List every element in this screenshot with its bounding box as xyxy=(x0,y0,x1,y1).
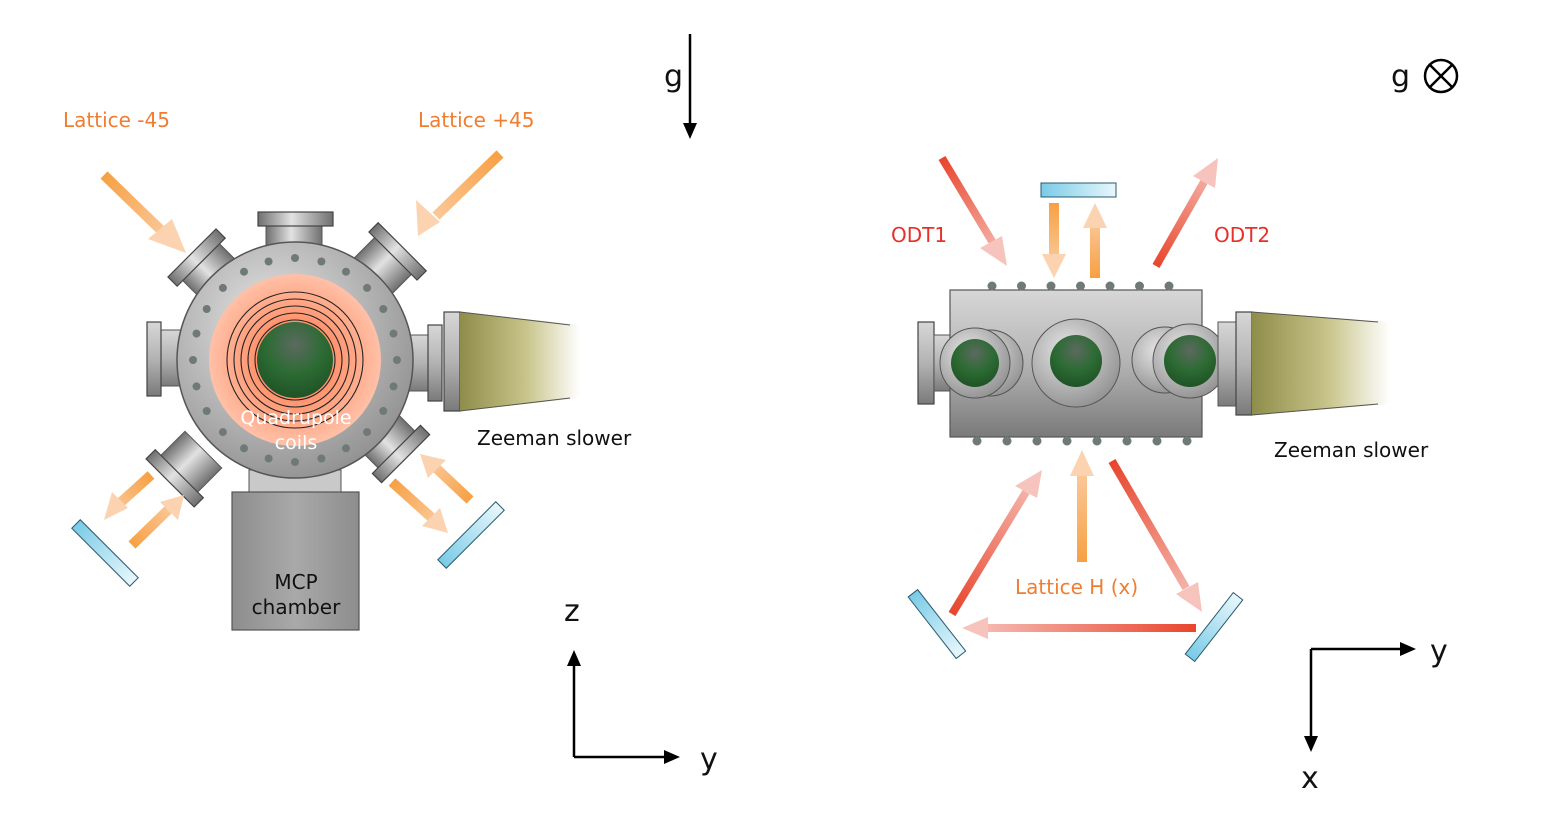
bolt xyxy=(264,257,273,266)
bolt xyxy=(1076,281,1085,291)
axis-x-label: x xyxy=(1301,761,1319,796)
bolt xyxy=(202,305,211,313)
odt-beams xyxy=(938,155,1218,639)
bolt xyxy=(1135,281,1144,291)
bolt xyxy=(240,444,248,453)
window-right xyxy=(1164,335,1216,387)
bolt xyxy=(291,458,299,466)
mirrors-bottom-right xyxy=(907,588,1244,663)
bolt xyxy=(379,407,388,415)
lattice-beams-right xyxy=(1042,203,1107,562)
bolt xyxy=(192,329,201,338)
mcp-label-line1: MCP xyxy=(274,570,317,594)
bolt xyxy=(291,254,299,262)
bolt-row-top xyxy=(987,281,1174,291)
bolt xyxy=(379,305,388,313)
bolt xyxy=(1032,436,1042,446)
port-left xyxy=(917,321,935,405)
right-panel: g xyxy=(891,58,1459,796)
odt2-label: ODT2 xyxy=(1214,223,1270,247)
bolt xyxy=(363,428,372,437)
zeeman-slower-left: Zeeman slower xyxy=(443,311,632,450)
bolt xyxy=(972,436,982,446)
main-chamber: Quadrupole coils xyxy=(176,241,414,479)
bolt xyxy=(1122,436,1132,446)
bolt xyxy=(1105,281,1115,291)
axis-y-label-left: y xyxy=(700,742,718,777)
mcp-chamber: MCP chamber xyxy=(231,491,360,631)
odt1-label: ODT1 xyxy=(891,223,947,247)
window-center xyxy=(1050,335,1102,387)
bolt xyxy=(987,281,997,291)
bolt xyxy=(317,257,326,266)
bolt xyxy=(1164,281,1174,291)
axes-right: y x xyxy=(1301,634,1448,796)
coils-label-line2: coils xyxy=(275,432,318,454)
axis-z-label: z xyxy=(564,594,580,629)
bolt xyxy=(317,454,326,463)
bolt xyxy=(1092,436,1102,446)
bolt xyxy=(1046,281,1056,291)
bolt xyxy=(389,329,398,338)
zeeman-label-right: Zeeman slower xyxy=(1274,438,1429,462)
gravity-into-page-icon xyxy=(1423,58,1459,94)
bolt xyxy=(240,267,248,276)
bolt xyxy=(393,356,401,364)
bolt xyxy=(342,267,350,276)
lattice-minus45-label: Lattice -45 xyxy=(63,108,170,132)
window-left xyxy=(951,339,999,387)
zeeman-label-left: Zeeman slower xyxy=(477,426,632,450)
zeeman-slower-right: Zeeman slower xyxy=(1217,311,1429,462)
bolt xyxy=(1017,281,1026,291)
bolt xyxy=(218,428,227,437)
bolt xyxy=(1152,436,1162,446)
bolt xyxy=(264,454,273,463)
lattice-h-label: Lattice H (x) xyxy=(1015,575,1138,599)
mcp-label-line2: chamber xyxy=(252,595,341,619)
coils-label-line1: Quadrupole xyxy=(240,407,351,429)
lattice-beams-left xyxy=(100,150,504,549)
axes-left: z y xyxy=(564,594,718,777)
glass-cell-chamber xyxy=(939,281,1228,446)
gravity-label-left: g xyxy=(664,59,683,94)
gravity-arrow-left xyxy=(683,34,697,139)
bolt xyxy=(192,382,201,391)
bolt xyxy=(202,407,211,415)
bolt xyxy=(363,283,372,292)
lattice-plus45-label: Lattice +45 xyxy=(418,108,535,132)
left-panel: MCP chamber Quadrupole coils xyxy=(63,34,718,777)
mirrors-left xyxy=(71,501,505,587)
mirror-top xyxy=(1040,182,1117,198)
bolt-row-bottom xyxy=(972,436,1192,446)
bolt-ring xyxy=(189,254,401,466)
axis-y-label-right: y xyxy=(1430,634,1448,669)
viewport-window xyxy=(257,322,333,398)
bolt xyxy=(389,382,398,391)
bolt xyxy=(1182,436,1192,446)
gravity-label-right: g xyxy=(1391,59,1410,94)
bolt xyxy=(1062,436,1072,446)
bolt xyxy=(342,444,350,453)
coil-windings xyxy=(226,291,364,429)
bolt xyxy=(218,283,227,292)
bolt xyxy=(1002,436,1012,446)
bolt xyxy=(189,356,197,364)
